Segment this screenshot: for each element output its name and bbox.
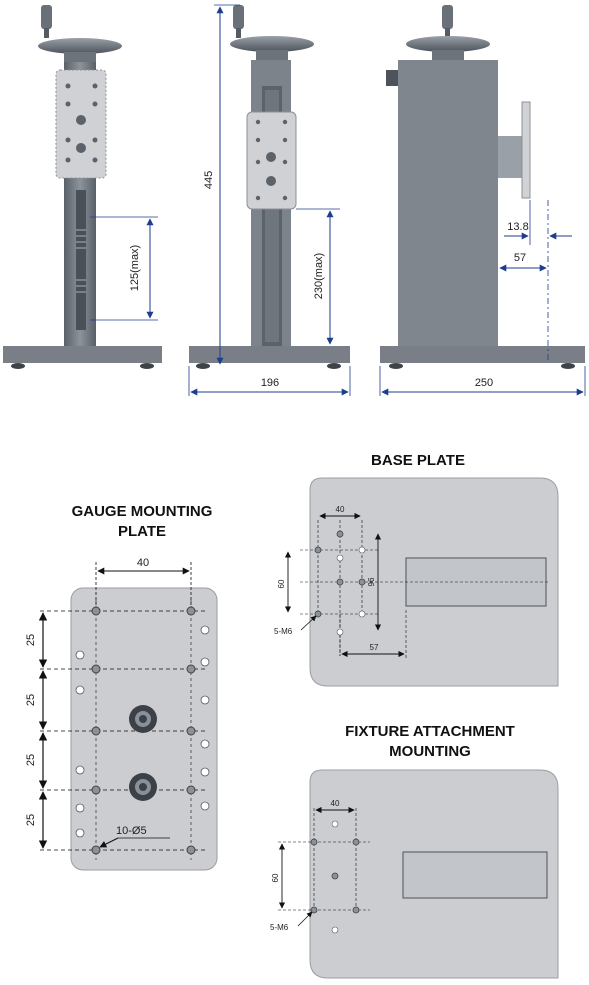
base-dim-width: 40 <box>336 505 345 514</box>
gauge-center-bolts <box>129 705 157 801</box>
housing-right <box>398 60 498 348</box>
dim-stroke-side: 230(max) <box>313 253 325 299</box>
handwheel-side <box>230 36 314 52</box>
dim-height-side: 445 <box>203 171 215 189</box>
front-base <box>3 346 162 363</box>
base-dim-height: 60 <box>277 579 286 588</box>
side-view: 445 230(max) 196 <box>188 4 351 396</box>
fixture-title-line1: FIXTURE ATTACHMENT <box>345 723 515 740</box>
gauge-plate-title-line2: PLATE <box>118 523 166 540</box>
dim-offset-a: 13.8 <box>507 221 528 233</box>
gauge-dim-width: 40 <box>137 557 149 569</box>
fixture-plate-slot <box>402 851 548 899</box>
base-dim-offset: 57 <box>370 643 379 652</box>
right-view: 13.8 57 250 <box>379 5 586 396</box>
fixture-holes <box>310 838 360 914</box>
gauge-pitch-3: 25 <box>25 754 37 766</box>
base-thread-note: 5-M6 <box>274 627 293 636</box>
dim-width-right: 250 <box>475 377 493 389</box>
front-view: 125(max) <box>3 5 162 369</box>
right-gauge-plate <box>521 101 531 199</box>
gauge-holes-note: 10-Ø5 <box>116 825 147 837</box>
gauge-pitch-2: 25 <box>25 694 37 706</box>
fixture-title-line2: MOUNTING <box>389 743 471 760</box>
dim-offset-b: 57 <box>514 252 526 264</box>
dim-width-side: 196 <box>261 377 279 389</box>
fixture-attachment-drawing: FIXTURE ATTACHMENT MOUNTING 40 60 5-M6 <box>270 723 559 979</box>
gauge-mounting-plate-drawing: GAUGE MOUNTING PLATE 40 25 25 25 25 <box>25 503 218 871</box>
right-base <box>380 346 585 363</box>
dim-stroke-front: 125(max) <box>129 245 141 291</box>
base-plate-drawing: BASE PLATE 40 60 96 57 <box>274 452 559 687</box>
side-base <box>189 346 350 363</box>
base-plate-title: BASE PLATE <box>371 452 465 469</box>
fixture-dim-height: 60 <box>271 873 280 882</box>
handwheel <box>38 38 122 54</box>
base-dim-height2: 96 <box>367 577 376 586</box>
base-plate-holes <box>314 530 366 618</box>
handwheel-right <box>406 36 490 52</box>
gauge-mounting-holes <box>91 606 196 855</box>
gauge-pitch-4: 25 <box>25 814 37 826</box>
fixture-dim-width: 40 <box>331 799 340 808</box>
gauge-plate-title-line1: GAUGE MOUNTING <box>72 503 213 520</box>
gauge-pitch-1: 25 <box>25 634 37 646</box>
handle-knob <box>41 5 52 29</box>
fixture-thread-note: 5-M6 <box>270 923 289 932</box>
